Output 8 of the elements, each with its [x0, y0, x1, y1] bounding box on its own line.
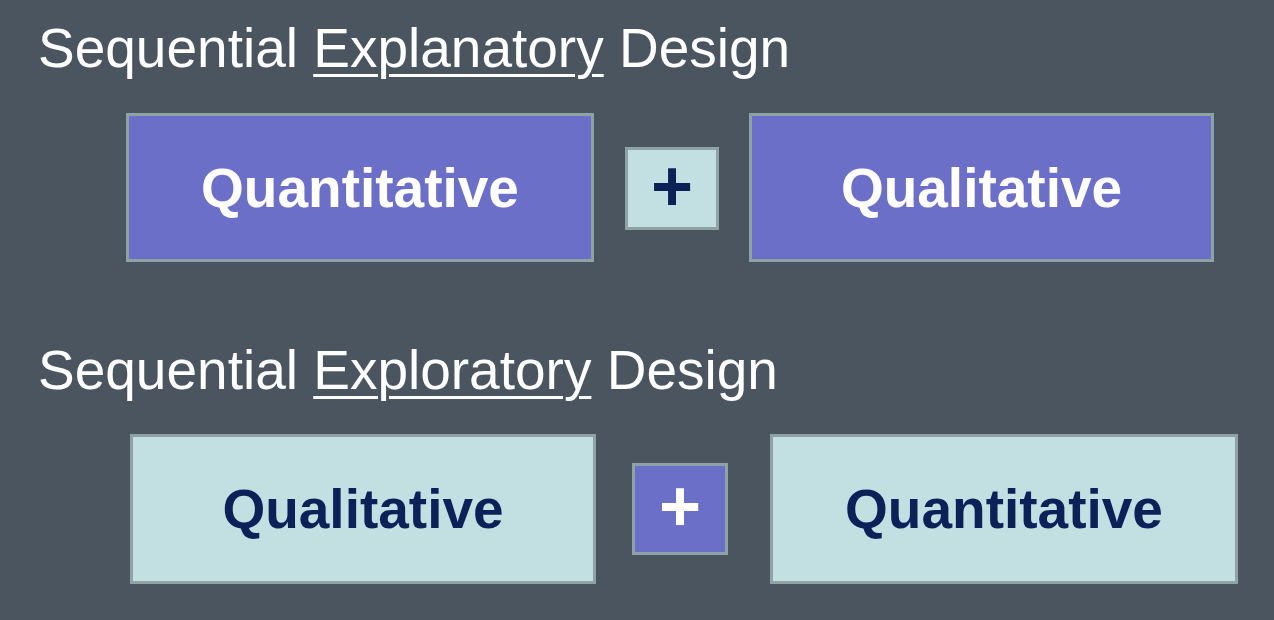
method-box: Quantitative: [770, 434, 1238, 584]
section-heading: Sequential Exploratory Design: [38, 338, 778, 402]
section-heading: Sequential Explanatory Design: [38, 16, 791, 80]
method-box: Qualitative: [130, 434, 596, 584]
method-box: Quantitative: [126, 113, 594, 262]
plus-box: +: [632, 463, 728, 555]
plus-box: +: [625, 147, 719, 230]
method-box: Qualitative: [749, 113, 1214, 262]
